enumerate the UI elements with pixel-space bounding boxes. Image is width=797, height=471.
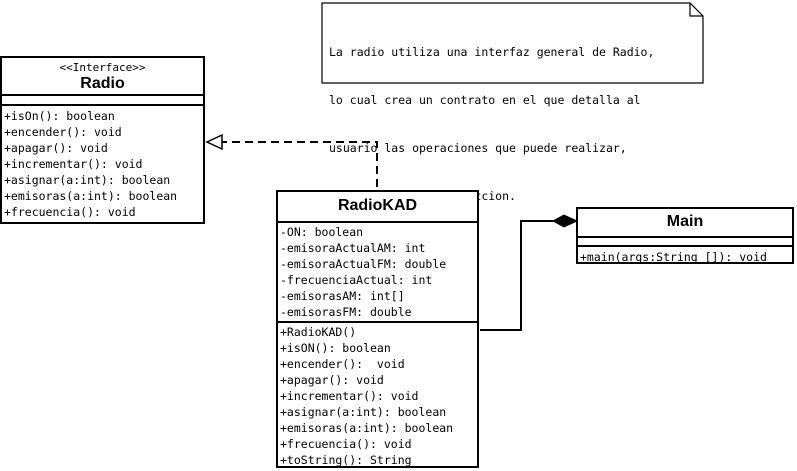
radiokad-attribute: -emisoraActualFM: double (280, 257, 447, 271)
radio-stereotype: <<Interface>> (59, 61, 146, 74)
main-class-box: Main +main(args:String []): void (576, 207, 794, 264)
radio-operation: +isOn(): boolean (4, 109, 115, 123)
realization-arrow (205, 133, 378, 187)
main-operation: +main(args:String []): void (580, 250, 767, 264)
radiokad-operation: +asignar(a:int): boolean (280, 405, 447, 419)
design-note: La radio utiliza una interfaz general de… (329, 12, 654, 220)
radiokad-operation: +incrementar(): void (280, 389, 419, 403)
radio-operation: +encender(): void (4, 125, 122, 139)
main-header: Main (578, 209, 792, 238)
radio-attributes-section (2, 96, 203, 106)
radio-class-name: Radio (80, 75, 125, 92)
composition-link (480, 214, 579, 331)
note-line: La radio utiliza una interfaz general de… (329, 45, 655, 59)
radiokad-header: RadioKAD (278, 192, 477, 223)
radiokad-attribute: -emisorasAM: int[] (280, 289, 405, 303)
radio-operation: +asignar(a:int): boolean (4, 173, 171, 187)
main-attributes-section (578, 238, 792, 247)
radiokad-operation: +toString(): String (280, 453, 412, 467)
main-operations-section: +main(args:String []): void (578, 247, 792, 265)
radio-operation: +frecuencia(): void (4, 205, 136, 219)
radiokad-operation: +apagar(): void (280, 373, 384, 387)
radio-operation: +emisoras(a:int): boolean (4, 189, 178, 203)
note-line: lo cual crea un contrato en el que detal… (329, 93, 641, 107)
radiokad-class-box: RadioKAD -ON: boolean -emisoraActualAM: … (276, 190, 479, 468)
radiokad-operation: +emisoras(a:int): boolean (280, 421, 454, 435)
main-class-name: Main (666, 213, 704, 230)
radiokad-operations-section: +RadioKAD() +isON(): boolean +encender()… (278, 323, 477, 468)
radiokad-operation: +encender(): void (280, 357, 405, 371)
radio-header: <<Interface>> Radio (2, 58, 203, 96)
radiokad-attribute: -emisoraActualAM: int (280, 241, 426, 255)
radiokad-operation: +frecuencia(): void (280, 437, 412, 451)
radio-operations-section: +isOn(): boolean +encender(): void +apag… (2, 106, 203, 220)
radiokad-attribute: -frecuenciaActual: int (280, 273, 433, 287)
note-line: usuario las operaciones que puede realiz… (329, 141, 627, 155)
radio-operation: +apagar(): void (4, 141, 108, 155)
radiokad-class-name: RadioKAD (337, 197, 418, 214)
note-shape (321, 2, 704, 84)
radio-operation: +incrementar(): void (4, 157, 143, 171)
radio-interface-box: <<Interface>> Radio +isOn(): boolean +en… (0, 56, 205, 224)
radiokad-operation: +isON(): boolean (280, 341, 391, 355)
radiokad-operation: +RadioKAD() (280, 325, 357, 339)
radiokad-attribute: -emisorasFM: double (280, 305, 412, 319)
radiokad-attribute: -ON: boolean (280, 225, 364, 239)
radiokad-attributes-section: -ON: boolean -emisoraActualAM: int -emis… (278, 223, 477, 323)
